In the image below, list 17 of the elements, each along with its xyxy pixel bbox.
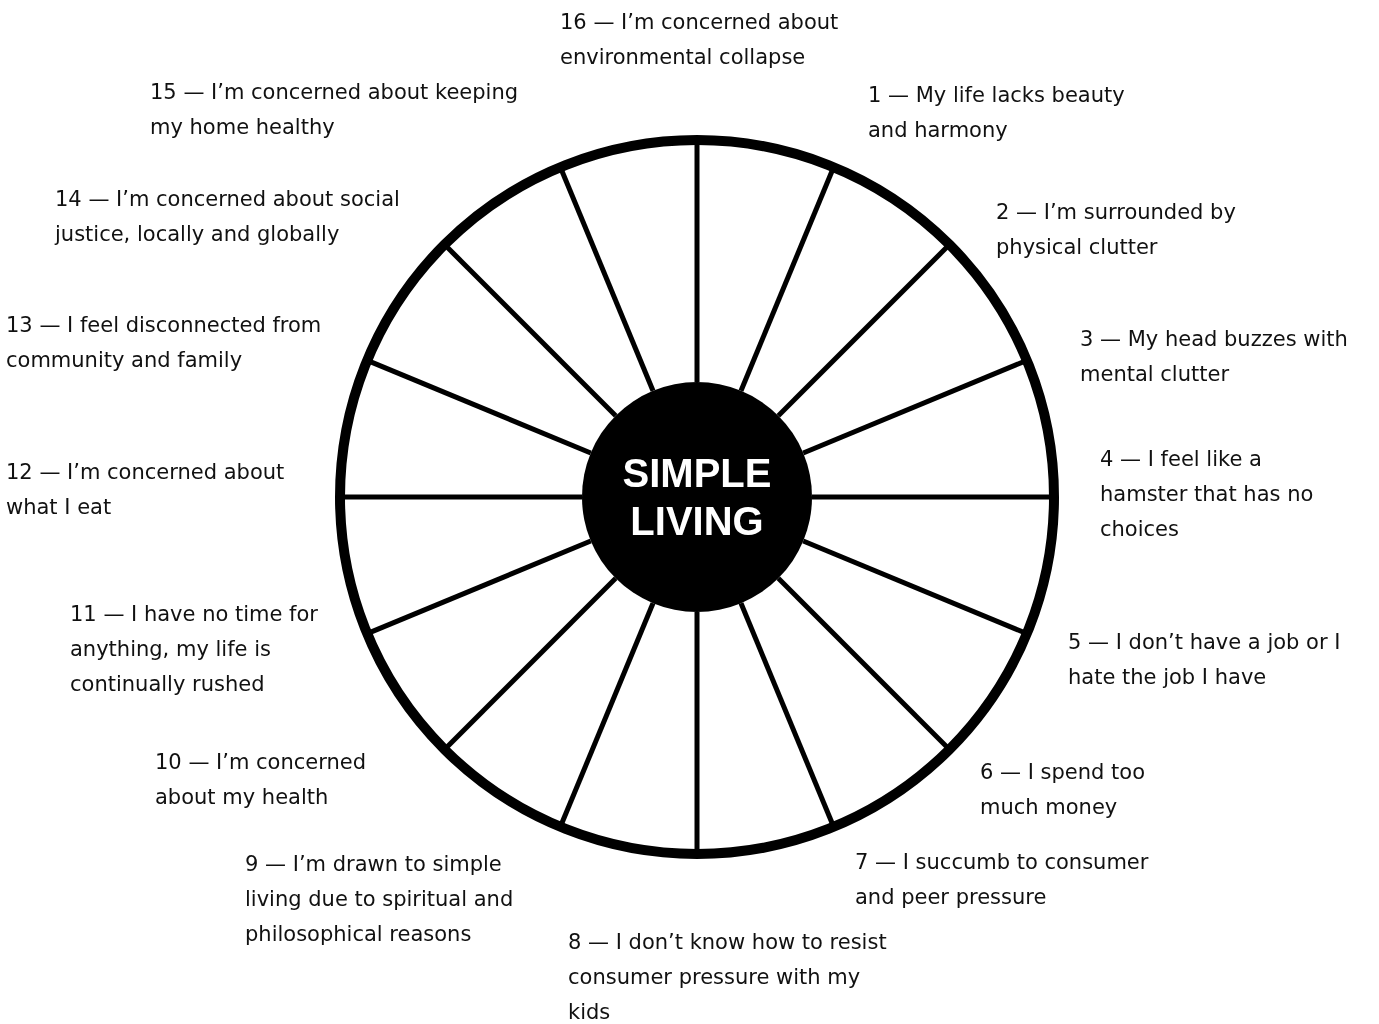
- hub-circle: SIMPLE LIVING: [582, 382, 812, 612]
- spoke-label: 13 — I feel disconnected from community and family: [6, 312, 323, 374]
- spoke-label: 1 — My life lacks beauty and harmony: [868, 82, 1126, 144]
- spoke-label: 5 — I don’t have a job or I hate the job I have: [1068, 629, 1342, 691]
- spoke-label: 6 — I spend too much money: [980, 759, 1147, 821]
- spoke-label: 12 — I’m concerned about what I eat: [6, 459, 286, 521]
- spoke-label: 9 — I’m drawn to simple living due to spiritual and philosophical reasons: [245, 851, 515, 948]
- spoke-label: 10 — I’m concerned about my health: [155, 749, 368, 811]
- spoke-label: 8 — I don’t know how to resist consumer pressure with my kids: [568, 929, 888, 1024]
- spoke-label: 3 — My head buzzes with mental clutter: [1080, 326, 1349, 388]
- spoke-label: 16 — I’m concerned about environmental collapse: [560, 9, 840, 71]
- spoke-label: 7 — I succumb to consumer and peer pressure: [855, 849, 1150, 911]
- spoke-label: 15 — I’m concerned about keeping my home healthy: [150, 79, 520, 141]
- spoke-label: 14 — I’m concerned about social justice, locally and globally: [55, 186, 401, 248]
- spoke-label: 2 — I’m surrounded by physical clutter: [996, 199, 1237, 261]
- spoke-label: 11 — I have no time for anything, my life is continually rushed: [70, 601, 319, 698]
- spoke-label: 4 — I feel like a hamster that has no choices: [1100, 446, 1315, 543]
